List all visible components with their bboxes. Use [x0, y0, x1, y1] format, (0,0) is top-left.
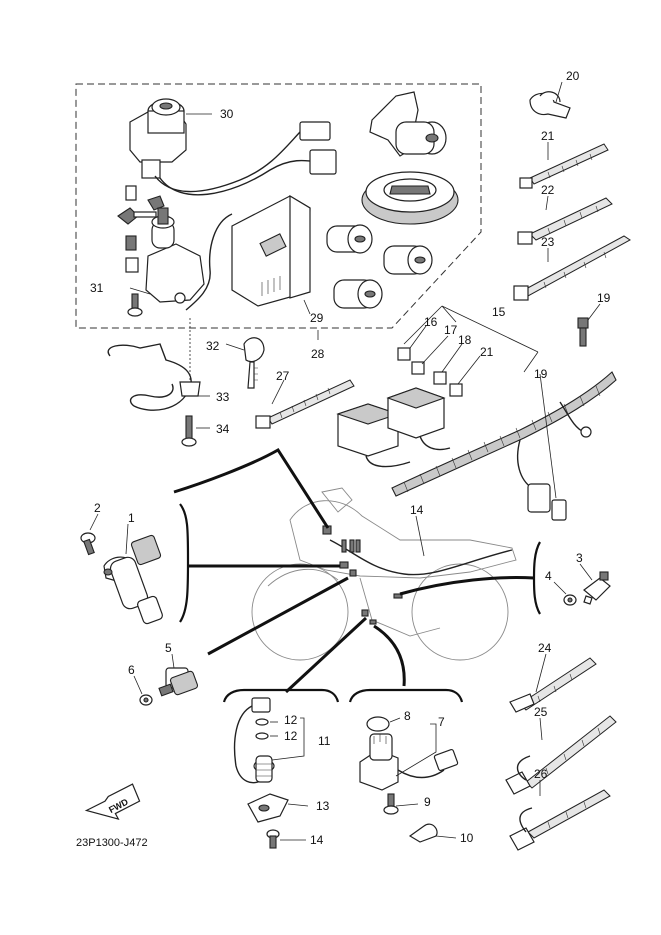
ignition-switch-body	[145, 207, 205, 304]
cable-tie-28	[509, 789, 611, 851]
bolt-14	[266, 829, 280, 849]
washer-6	[139, 694, 153, 706]
callout-22: 20	[566, 69, 580, 83]
callout-25: 23	[541, 235, 555, 249]
bolt-9	[383, 793, 399, 815]
cable-tie-27	[505, 715, 617, 795]
callout-8: 8	[404, 709, 411, 723]
wire-harness	[336, 305, 617, 521]
callout-7: 7	[438, 715, 445, 729]
screw-33	[127, 293, 143, 317]
callout-15-mid: 14	[410, 503, 424, 517]
callout-12b: 12	[284, 729, 298, 743]
cable-tie-29	[255, 379, 355, 429]
callout-10: 10	[460, 831, 474, 845]
callout-26: 24	[538, 641, 552, 655]
clamp-10	[408, 823, 438, 843]
callout-23: 21	[541, 129, 555, 143]
bike-leaders	[173, 447, 535, 694]
main-switch-assembly	[129, 98, 337, 196]
callout-3: 3	[576, 551, 583, 565]
callout-34: 32	[206, 339, 220, 353]
callout-1: 1	[128, 511, 135, 525]
lock-set-group	[75, 83, 482, 329]
callout-2: 2	[94, 501, 101, 515]
cable-tie-26	[509, 657, 597, 713]
callout-15-top: 15	[492, 305, 506, 319]
motorcycle-outline	[251, 487, 517, 661]
bracket-35	[107, 318, 201, 411]
sensor-5	[158, 667, 199, 697]
cable-tie-24	[517, 197, 613, 245]
key-34	[243, 337, 265, 389]
fuel-cap-lock	[361, 171, 459, 225]
bolt-2	[80, 532, 96, 556]
clamp-22	[529, 91, 571, 119]
callout-31: 29	[310, 311, 324, 325]
fwd-arrow-icon	[84, 783, 141, 821]
cable-tie-25	[513, 235, 631, 301]
seat-lock	[369, 91, 447, 157]
callout-32: 30	[220, 107, 234, 121]
callout-28: 26	[534, 767, 548, 781]
bolt-36	[181, 415, 197, 447]
callout-5: 5	[165, 641, 172, 655]
callout-18: 18	[458, 333, 472, 347]
callout-17: 17	[444, 323, 458, 337]
gear-position-switch-7	[359, 716, 459, 791]
bolt-21	[577, 317, 589, 347]
callout-24: 22	[541, 183, 555, 197]
callout-16: 16	[424, 315, 438, 329]
group-braces	[179, 503, 541, 703]
diagram-code: 23P1300-J472	[76, 837, 148, 849]
callout-labels: 30 20 21 22 23 19 31 29 28 32 33 34 27 1…	[90, 69, 611, 847]
callout-36: 34	[216, 422, 230, 436]
callout-11: 11	[318, 734, 331, 748]
cable-tie-23	[519, 143, 609, 189]
speed-sensor-11	[233, 697, 275, 784]
callout-12a: 12	[284, 713, 298, 727]
lock-cylinders	[326, 224, 433, 309]
callout-30: 28	[311, 347, 325, 361]
callout-33: 31	[90, 281, 104, 295]
callout-leaders	[89, 81, 601, 841]
callout-4: 4	[545, 569, 552, 583]
callout-35: 33	[216, 390, 230, 404]
callout-20: 21	[480, 345, 494, 359]
callout-6: 6	[128, 663, 135, 677]
callout-19: 19	[534, 367, 548, 381]
callout-14: 14	[310, 833, 324, 847]
ignition-keys	[117, 185, 165, 273]
washer-4	[563, 594, 577, 606]
bracket-13	[247, 793, 289, 823]
callout-21: 19	[597, 291, 611, 305]
callout-9: 9	[424, 795, 431, 809]
crank-sensor-1	[103, 534, 163, 625]
sensor-3	[583, 571, 611, 605]
callout-13: 13	[316, 799, 330, 813]
callout-27: 25	[534, 705, 548, 719]
ecu-unit	[185, 194, 311, 311]
component-markers	[322, 525, 403, 625]
callout-29: 27	[276, 369, 290, 383]
